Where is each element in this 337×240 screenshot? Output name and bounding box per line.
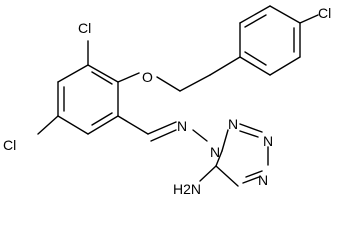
atom-label: O <box>142 69 153 85</box>
bond <box>91 71 113 85</box>
bond <box>57 115 89 135</box>
bond <box>156 76 181 92</box>
bond <box>57 64 89 83</box>
bond <box>199 165 217 182</box>
bond <box>239 130 259 138</box>
atom-label: N <box>177 118 187 134</box>
bond <box>91 112 113 126</box>
bond <box>117 72 140 83</box>
bond <box>215 165 239 187</box>
bonds <box>37 5 319 187</box>
bond <box>179 74 211 92</box>
atom-label: N <box>228 116 238 132</box>
bond <box>245 170 263 178</box>
bond <box>37 115 59 135</box>
bond <box>239 56 271 76</box>
atom-label: H2N <box>173 181 201 197</box>
bond <box>239 123 263 133</box>
bond <box>299 14 319 24</box>
atom-label: N <box>258 172 268 188</box>
bond <box>87 115 119 135</box>
bond <box>209 56 241 76</box>
bond <box>147 121 177 135</box>
bond <box>192 129 208 142</box>
bond <box>239 5 271 24</box>
atom-label: N <box>210 144 220 160</box>
bond <box>269 5 301 24</box>
atom-label: Cl <box>78 20 91 36</box>
bond <box>117 115 149 135</box>
molecule-structure: Cl Cl Cl O N N N N N H2N <box>3 5 331 197</box>
bond <box>215 150 223 167</box>
bond <box>150 129 177 142</box>
atom-labels: Cl Cl Cl O N N N N N H2N <box>3 5 331 197</box>
bond <box>244 14 267 28</box>
atom-label: Cl <box>3 137 16 153</box>
bond <box>244 51 267 66</box>
atom-label: N <box>263 133 273 149</box>
atom-label: Cl <box>318 5 331 21</box>
bond <box>242 176 260 184</box>
bond <box>87 64 119 83</box>
bond <box>269 56 301 76</box>
bond <box>221 129 229 152</box>
